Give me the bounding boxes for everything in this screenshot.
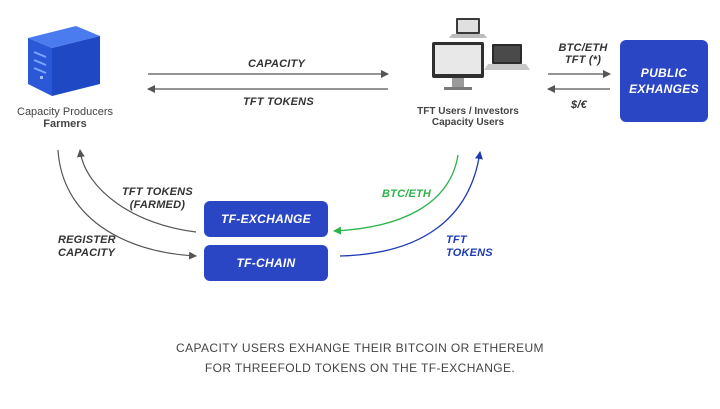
register-line1: REGISTER (58, 234, 116, 246)
register-capacity-label: REGISTER CAPACITY (58, 234, 116, 260)
tft-blue-line1: TFT (446, 234, 467, 246)
producers-role: Farmers (43, 118, 87, 130)
fiat-label: $/€ (571, 99, 587, 111)
producers-name: Capacity Producers (17, 106, 113, 118)
btc-tft-label: BTC/ETH TFT (*) (558, 42, 608, 66)
btc-eth-top-label: BTC/ETH (558, 42, 608, 54)
tf-chain-box: TF-CHAIN (204, 245, 328, 281)
users-node: TFT Users / Investors Capacity Users (408, 106, 528, 128)
tft-farmed-line1: TFT TOKENS (122, 186, 193, 198)
tft-farmed-arrow (76, 149, 197, 233)
tft-tokens-label: TFT TOKENS (243, 96, 314, 108)
public-exchanges-box: PUBLIC EXHANGES (620, 40, 708, 122)
caption: CAPACITY USERS EXHANGE THEIR BITCOIN OR … (0, 338, 720, 378)
tft-blue-arrow (339, 151, 483, 257)
btc-eth-green-arrow (333, 154, 459, 235)
capacity-label: CAPACITY (248, 58, 306, 70)
tft-blue-line2: TOKENS (446, 247, 493, 259)
users-role: Capacity Users (431, 117, 505, 128)
tft-blue-label: TFT TOKENS (446, 234, 493, 260)
users-name: TFT Users / Investors (417, 106, 519, 117)
tft-star-label: TFT (*) (564, 54, 602, 66)
producers-node: Capacity Producers Farmers (10, 106, 120, 130)
public-exchanges-line2: EXHANGES (629, 82, 699, 96)
tft-farmed-line2: (FARMED) (129, 199, 186, 211)
server-icon (28, 26, 100, 96)
btc-eth-green-label: BTC/ETH (382, 188, 432, 200)
tf-exchange-box: TF-EXCHANGE (204, 201, 328, 237)
caption-line2: FOR THREEFOLD TOKENS ON THE TF-EXCHANGE. (204, 361, 516, 375)
register-capacity-arrow (57, 149, 197, 260)
public-exchanges-line1: PUBLIC (640, 66, 688, 80)
tft-farmed-label: TFT TOKENS (FARMED) (122, 186, 193, 212)
computers-icon (432, 18, 530, 90)
register-line2: CAPACITY (58, 247, 116, 259)
caption-line1: CAPACITY USERS EXHANGE THEIR BITCOIN OR … (176, 341, 544, 355)
